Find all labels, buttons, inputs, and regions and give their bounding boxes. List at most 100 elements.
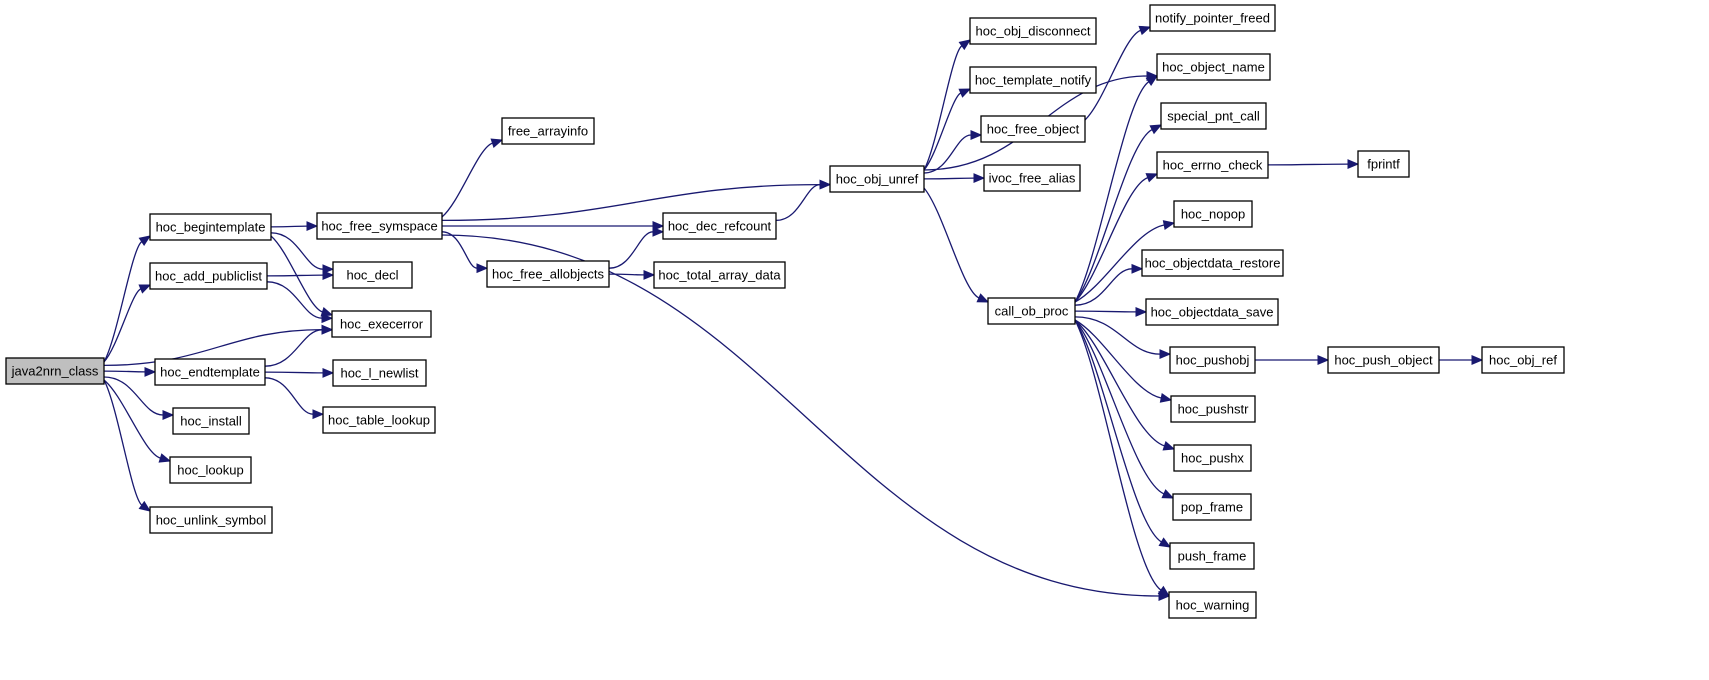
arrowhead-icon	[973, 173, 986, 184]
node-hoc-free-symspace[interactable]: hoc_free_symspace	[316, 212, 443, 240]
arrowhead-icon	[138, 235, 152, 247]
edge-java2nrn-class-to-hoc-add-publiclist	[103, 288, 142, 363]
node-box	[154, 358, 266, 386]
node-label: pop_frame	[1181, 500, 1243, 515]
node-hoc-dec-refcount[interactable]: hoc_dec_refcount	[662, 212, 777, 240]
node-java2nrn-class[interactable]: java2nrn_class	[5, 357, 105, 385]
node-box	[1160, 102, 1267, 130]
node-box	[653, 261, 786, 289]
node-hoc-execerror[interactable]: hoc_execerror	[331, 310, 432, 338]
node-label: notify_pointer_freed	[1155, 11, 1270, 26]
edge-call-ob-proc-to-hoc-pushstr	[1074, 319, 1162, 399]
node-label: hoc_objectdata_save	[1151, 305, 1274, 320]
node-ivoc-free-alias[interactable]: ivoc_free_alias	[983, 164, 1081, 192]
node-box	[1169, 542, 1255, 570]
node-label: free_arrayinfo	[508, 124, 588, 139]
edge-hoc-errno-check-to-fprintf	[1267, 163, 1349, 166]
arrowhead-icon	[652, 221, 665, 231]
arrowhead-icon	[1157, 585, 1171, 597]
node-hoc-errno-check[interactable]: hoc_errno_check	[1156, 151, 1269, 179]
node-hoc-total-array-data[interactable]: hoc_total_array_data	[653, 261, 786, 289]
node-hoc-free-allobjects[interactable]: hoc_free_allobjects	[486, 260, 610, 288]
node-hoc-add-publiclist[interactable]: hoc_add_publiclist	[149, 262, 268, 290]
node-box	[1141, 249, 1284, 277]
node-label: java2nrn_class	[11, 364, 99, 379]
node-hoc-free-object[interactable]: hoc_free_object	[980, 115, 1086, 143]
edge-hoc-obj-unref-to-ivoc-free-alias	[923, 177, 975, 180]
node-box	[1172, 493, 1252, 521]
node-label: hoc_push_object	[1334, 353, 1433, 368]
arrowhead-icon	[306, 221, 319, 232]
node-hoc-objectdata-restore[interactable]: hoc_objectdata_restore	[1141, 249, 1284, 277]
arrowhead-icon	[958, 39, 972, 51]
edge-call-ob-proc-to-special-pnt-call	[1074, 129, 1153, 303]
node-box	[969, 66, 1097, 94]
node-label: hoc_nopop	[1181, 207, 1245, 222]
node-hoc-pushx[interactable]: hoc_pushx	[1173, 444, 1252, 472]
node-hoc-install[interactable]: hoc_install	[172, 407, 250, 435]
node-hoc-table-lookup[interactable]: hoc_table_lookup	[322, 406, 436, 434]
edge-hoc-obj-unref-to-hoc-template-notify	[923, 92, 962, 171]
node-box	[332, 261, 413, 289]
node-hoc-objectdata-save[interactable]: hoc_objectdata_save	[1145, 298, 1279, 326]
node-label: hoc_obj_unref	[836, 172, 919, 187]
node-label: hoc_free_symspace	[321, 219, 437, 234]
arrowhead-icon	[819, 179, 832, 190]
node-label: hoc_add_publiclist	[155, 269, 262, 284]
node-label: hoc_free_object	[987, 122, 1080, 137]
edge-call-ob-proc-to-hoc-objectdata-restore	[1074, 268, 1133, 306]
node-label: hoc_table_lookup	[328, 413, 430, 428]
node-box	[1169, 346, 1256, 374]
node-hoc-lookup[interactable]: hoc_lookup	[169, 456, 252, 484]
edge-hoc-begintemplate-to-hoc-execerror	[270, 235, 323, 313]
nodes-layer: java2nrn_class hoc_begintemplate hoc_add_p…	[5, 4, 1565, 619]
arrowhead-icon	[1158, 537, 1172, 548]
node-box	[501, 117, 595, 145]
node-box	[969, 17, 1097, 45]
edge-hoc-free-symspace-to-free-arrayinfo	[441, 142, 493, 218]
node-hoc-template-notify[interactable]: hoc_template_notify	[969, 66, 1097, 94]
node-hoc-obj-ref[interactable]: hoc_obj_ref	[1481, 346, 1565, 374]
node-pop-frame[interactable]: pop_frame	[1172, 493, 1252, 521]
node-call-ob-proc[interactable]: call_ob_proc	[987, 297, 1076, 325]
node-hoc-nopop[interactable]: hoc_nopop	[1173, 200, 1253, 228]
edge-call-ob-proc-to-push-frame	[1074, 319, 1162, 543]
edge-hoc-free-symspace-to-hoc-free-allobjects	[441, 231, 478, 269]
edge-hoc-endtemplate-to-hoc-l-newlist	[264, 371, 324, 374]
arrowhead-icon	[321, 324, 334, 335]
node-hoc-pushobj[interactable]: hoc_pushobj	[1169, 346, 1256, 374]
node-hoc-endtemplate[interactable]: hoc_endtemplate	[154, 358, 266, 386]
arrowhead-icon	[158, 453, 172, 463]
node-box	[1156, 151, 1269, 179]
node-box	[1357, 150, 1410, 178]
node-label: hoc_unlink_symbol	[156, 513, 267, 528]
node-hoc-begintemplate[interactable]: hoc_begintemplate	[149, 213, 272, 241]
node-box	[149, 262, 268, 290]
node-fprintf[interactable]: fprintf	[1357, 150, 1410, 178]
node-hoc-object-name[interactable]: hoc_object_name	[1156, 53, 1271, 81]
node-box	[1168, 591, 1257, 619]
arrowhead-icon	[1471, 355, 1484, 365]
arrowhead-icon	[958, 88, 972, 98]
node-hoc-unlink-symbol[interactable]: hoc_unlink_symbol	[149, 506, 273, 534]
node-special-pnt-call[interactable]: special_pnt_call	[1160, 102, 1267, 130]
node-label: hoc_objectdata_restore	[1145, 256, 1281, 271]
node-hoc-decl[interactable]: hoc_decl	[332, 261, 413, 289]
node-hoc-l-newlist[interactable]: hoc_l_newlist	[332, 359, 427, 387]
node-box	[1149, 4, 1276, 32]
node-notify-pointer-freed[interactable]: notify_pointer_freed	[1149, 4, 1276, 32]
node-label: hoc_pushstr	[1178, 402, 1249, 417]
edge-call-ob-proc-to-pop-frame	[1074, 319, 1165, 495]
node-free-arrayinfo[interactable]: free_arrayinfo	[501, 117, 595, 145]
node-hoc-obj-disconnect[interactable]: hoc_obj_disconnect	[969, 17, 1097, 45]
node-hoc-warning[interactable]: hoc_warning	[1168, 591, 1257, 619]
node-label: hoc_obj_disconnect	[976, 24, 1091, 39]
node-push-frame[interactable]: push_frame	[1169, 542, 1255, 570]
node-hoc-push-object[interactable]: hoc_push_object	[1327, 346, 1440, 374]
node-hoc-obj-unref[interactable]: hoc_obj_unref	[829, 165, 925, 193]
edge-hoc-free-symspace-to-hoc-obj-unref	[441, 183, 821, 222]
arrowhead-icon	[1145, 75, 1159, 87]
node-hoc-pushstr[interactable]: hoc_pushstr	[1170, 395, 1256, 423]
edge-call-ob-proc-to-hoc-errno-check	[1074, 176, 1148, 303]
edge-java2nrn-class-to-hoc-unlink-symbol	[103, 379, 143, 506]
